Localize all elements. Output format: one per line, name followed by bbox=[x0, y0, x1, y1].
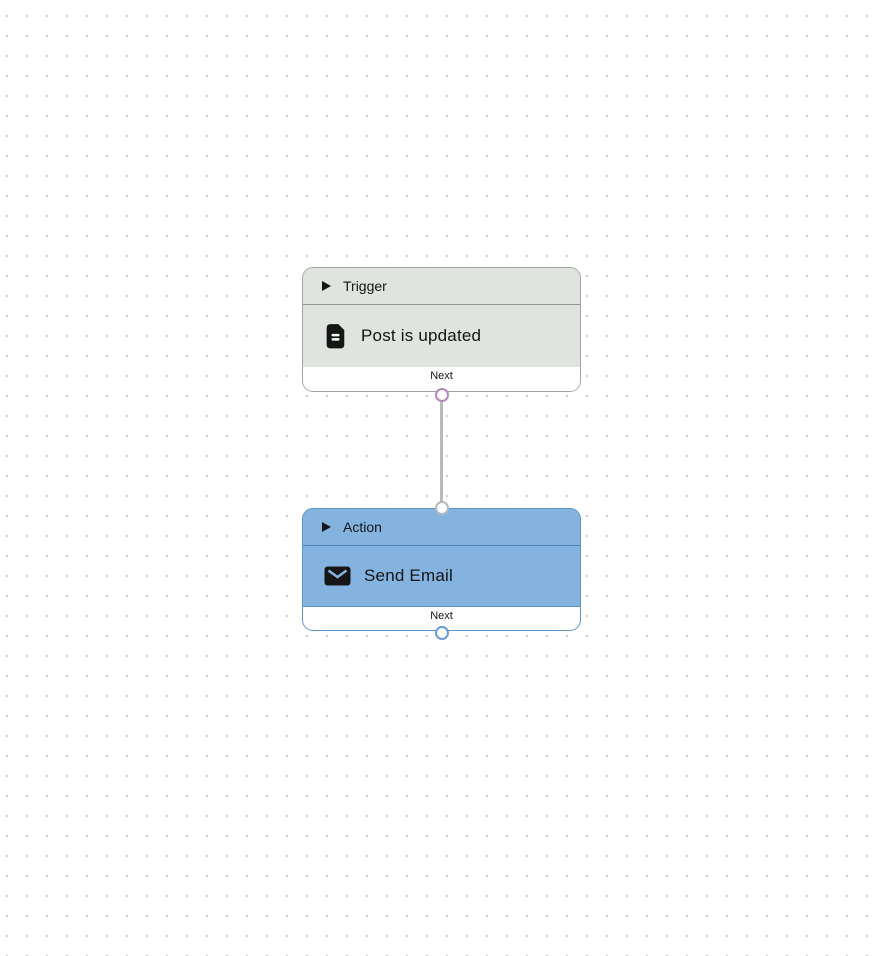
email-icon bbox=[324, 566, 351, 586]
trigger-next-label: Next bbox=[430, 370, 453, 382]
action-node-footer: Next bbox=[303, 607, 580, 630]
trigger-output-port[interactable] bbox=[435, 388, 449, 402]
trigger-node-footer: Next bbox=[303, 367, 580, 391]
disclosure-triangle-icon[interactable] bbox=[322, 522, 331, 532]
trigger-node[interactable]: Trigger Post is updated Next bbox=[302, 267, 581, 392]
trigger-node-header[interactable]: Trigger bbox=[303, 268, 580, 305]
action-next-label: Next bbox=[430, 610, 453, 622]
action-node[interactable]: Action Send Email Next bbox=[302, 508, 581, 631]
trigger-node-body[interactable]: Post is updated bbox=[303, 305, 580, 367]
action-node-header[interactable]: Action bbox=[303, 509, 580, 546]
trigger-type-label: Trigger bbox=[343, 278, 387, 294]
action-output-port[interactable] bbox=[435, 626, 449, 640]
connection-line[interactable] bbox=[440, 394, 443, 508]
action-node-title: Send Email bbox=[364, 566, 453, 585]
action-type-label: Action bbox=[343, 519, 382, 535]
trigger-node-title: Post is updated bbox=[361, 326, 482, 345]
disclosure-triangle-icon[interactable] bbox=[322, 281, 331, 291]
action-input-port[interactable] bbox=[435, 501, 449, 515]
document-icon bbox=[324, 323, 348, 349]
action-node-body[interactable]: Send Email bbox=[303, 546, 580, 607]
